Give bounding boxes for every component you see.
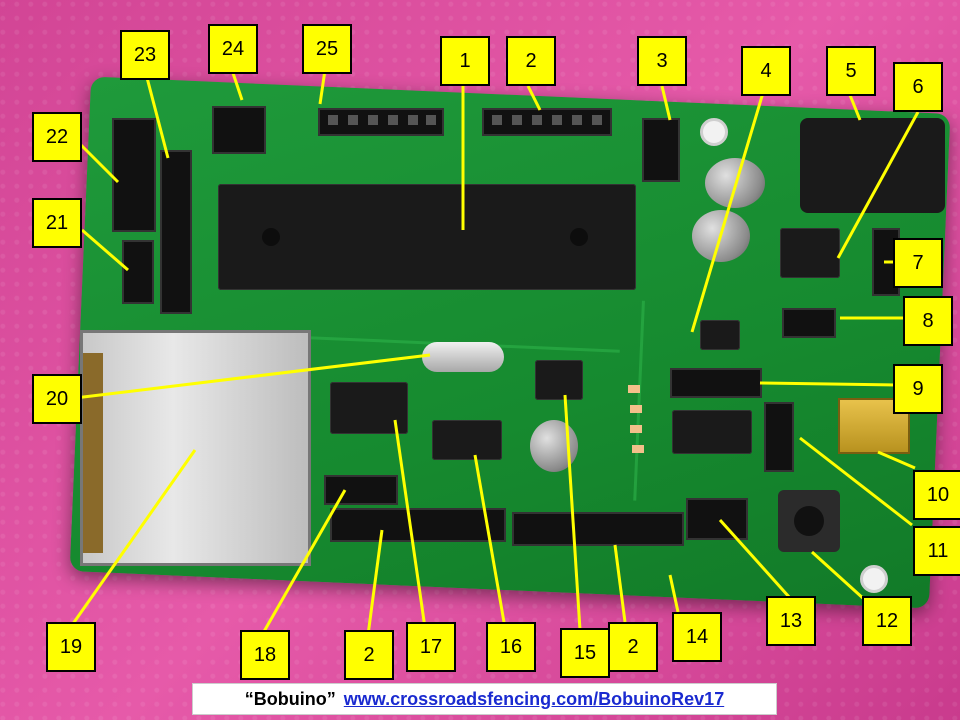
callout-5: 5 bbox=[826, 46, 876, 96]
callout-14: 14 bbox=[672, 612, 722, 662]
crystal-oscillator bbox=[422, 342, 504, 372]
callout-16: 16 bbox=[486, 622, 536, 672]
caption-bar: “Bobuino” www.crossroadsfencing.com/Bobu… bbox=[192, 683, 777, 715]
callout-4: 4 bbox=[741, 46, 791, 96]
callout-15: 15 bbox=[560, 628, 610, 678]
regulator-chip bbox=[780, 228, 840, 278]
header-bottom-left bbox=[330, 508, 506, 542]
callout-11: 11 bbox=[913, 526, 960, 576]
atmega-dip-chip bbox=[218, 184, 636, 290]
callout-6: 6 bbox=[893, 62, 943, 112]
caption-title: “Bobuino” bbox=[244, 688, 336, 709]
port-c-header bbox=[160, 150, 192, 314]
capacitor bbox=[705, 158, 765, 208]
status-led bbox=[630, 425, 642, 433]
status-led bbox=[628, 385, 640, 393]
rtc-chip bbox=[700, 320, 740, 350]
power-jack bbox=[800, 118, 945, 213]
callout-2-bottom-left: 2 bbox=[344, 630, 394, 680]
sram-chip bbox=[330, 382, 408, 434]
jumper-13 bbox=[686, 498, 748, 540]
callout-10: 10 bbox=[913, 470, 960, 520]
header-top bbox=[482, 108, 612, 136]
callout-22: 22 bbox=[32, 112, 82, 162]
jtag-header bbox=[112, 118, 156, 232]
jumper-11 bbox=[764, 402, 794, 472]
usb-serial-chip bbox=[672, 410, 752, 454]
callout-3: 3 bbox=[637, 36, 687, 86]
jumper-24 bbox=[212, 106, 266, 154]
callout-21: 21 bbox=[32, 198, 82, 248]
capacitor bbox=[530, 420, 578, 472]
callout-20: 20 bbox=[32, 374, 82, 424]
serial-header bbox=[122, 240, 154, 304]
callout-2-bottom-right: 2 bbox=[608, 622, 658, 672]
callout-7: 7 bbox=[893, 238, 943, 288]
header-bottom-right bbox=[512, 512, 684, 546]
capacitor bbox=[692, 210, 750, 262]
callout-18: 18 bbox=[240, 630, 290, 680]
status-led bbox=[630, 405, 642, 413]
sd-card-socket bbox=[80, 330, 311, 566]
callout-25: 25 bbox=[302, 24, 352, 74]
callout-12: 12 bbox=[862, 596, 912, 646]
jumper-9 bbox=[670, 368, 762, 398]
callout-17: 17 bbox=[406, 622, 456, 672]
mounting-hole bbox=[860, 565, 888, 593]
callout-8: 8 bbox=[903, 296, 953, 346]
voltage-reg-15 bbox=[535, 360, 583, 400]
callout-1: 1 bbox=[440, 36, 490, 86]
caption-link[interactable]: www.crossroadsfencing.com/BobuinoRev17 bbox=[343, 688, 725, 709]
callout-24: 24 bbox=[208, 24, 258, 74]
reset-button bbox=[778, 490, 840, 552]
callout-13: 13 bbox=[766, 596, 816, 646]
mounting-hole bbox=[700, 118, 728, 146]
callout-9: 9 bbox=[893, 364, 943, 414]
jumper-18 bbox=[324, 475, 398, 505]
header-analog-top bbox=[318, 108, 444, 136]
buffer-chip bbox=[432, 420, 502, 460]
status-led bbox=[632, 445, 644, 453]
jumper-8 bbox=[782, 308, 836, 338]
callout-23: 23 bbox=[120, 30, 170, 80]
callout-19: 19 bbox=[46, 622, 96, 672]
callout-2-top: 2 bbox=[506, 36, 556, 86]
jumper-3 bbox=[642, 118, 680, 182]
